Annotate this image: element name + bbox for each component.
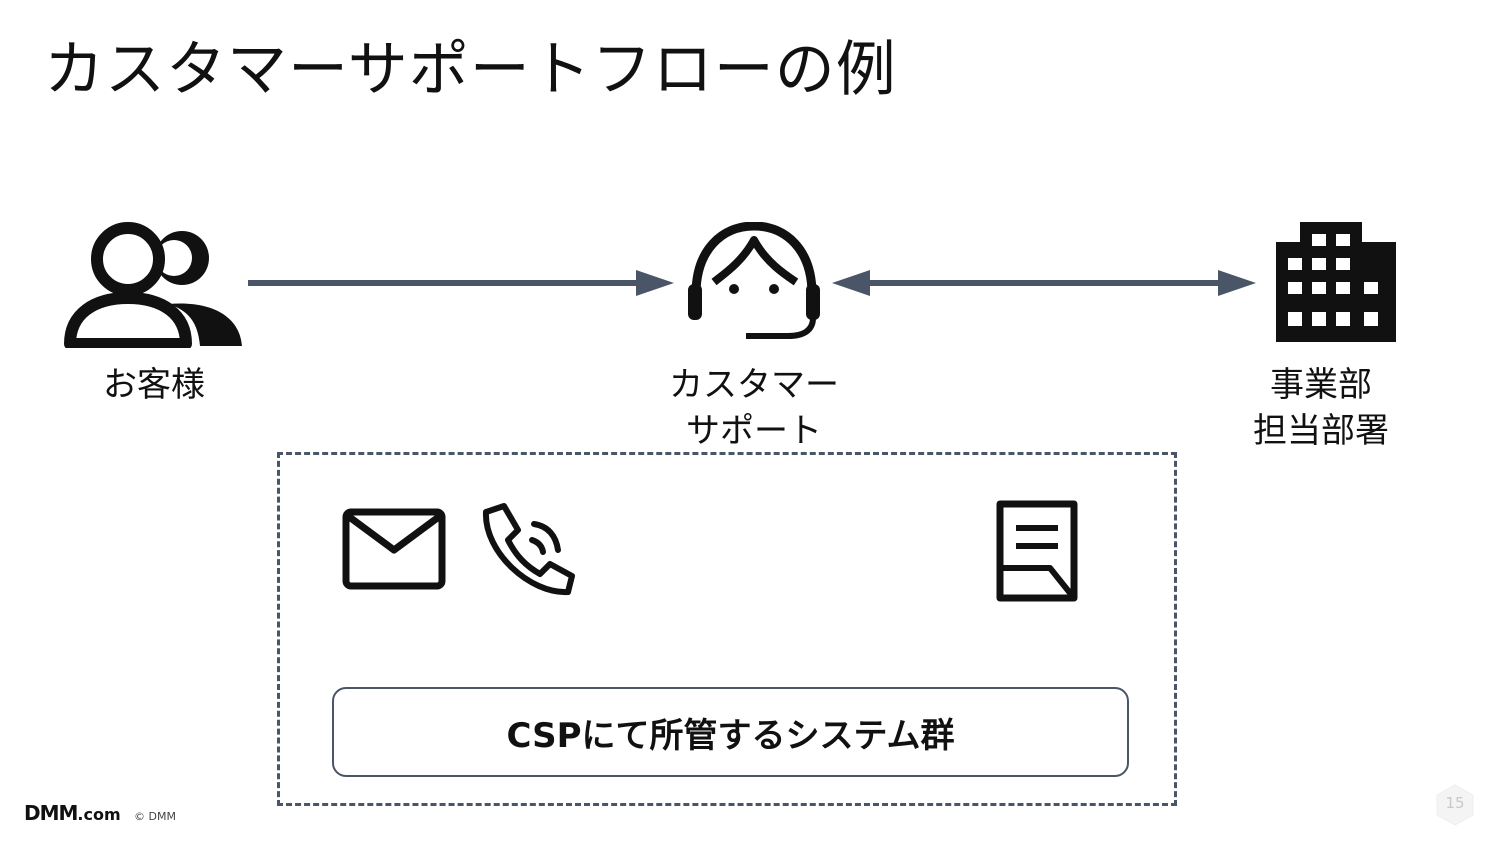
- phone-icon: [482, 503, 575, 596]
- document-icon: [996, 500, 1078, 602]
- csp-system-group: [277, 452, 1177, 806]
- arrow-customer-to-support: [248, 270, 674, 296]
- headset-agent-icon: [688, 222, 820, 339]
- mail-icon: [342, 508, 446, 590]
- copyright-text: © DMM: [134, 810, 176, 823]
- page-number-hexagon-icon: [1436, 784, 1474, 826]
- arrow-support-department: [832, 270, 1256, 296]
- office-building-icon: [1276, 222, 1396, 342]
- logo-text: DMM: [24, 801, 78, 825]
- actor-label-customer: お客様: [103, 365, 205, 405]
- csp-systems-label: CSPにて所管するシステム群: [506, 715, 955, 756]
- actor-label-support: カスタマー サポート: [669, 365, 839, 451]
- csp-systems-label-box: CSPにて所管するシステム群: [332, 687, 1129, 777]
- company-logo: DMM.com: [24, 801, 121, 825]
- actor-label-department: 事業部 担当部署: [1253, 365, 1389, 451]
- logo-suffix: .com: [77, 805, 121, 824]
- page-number: 15: [1445, 794, 1465, 812]
- users-icon: [64, 222, 242, 348]
- page-title: カスタマーサポートフローの例: [44, 35, 897, 105]
